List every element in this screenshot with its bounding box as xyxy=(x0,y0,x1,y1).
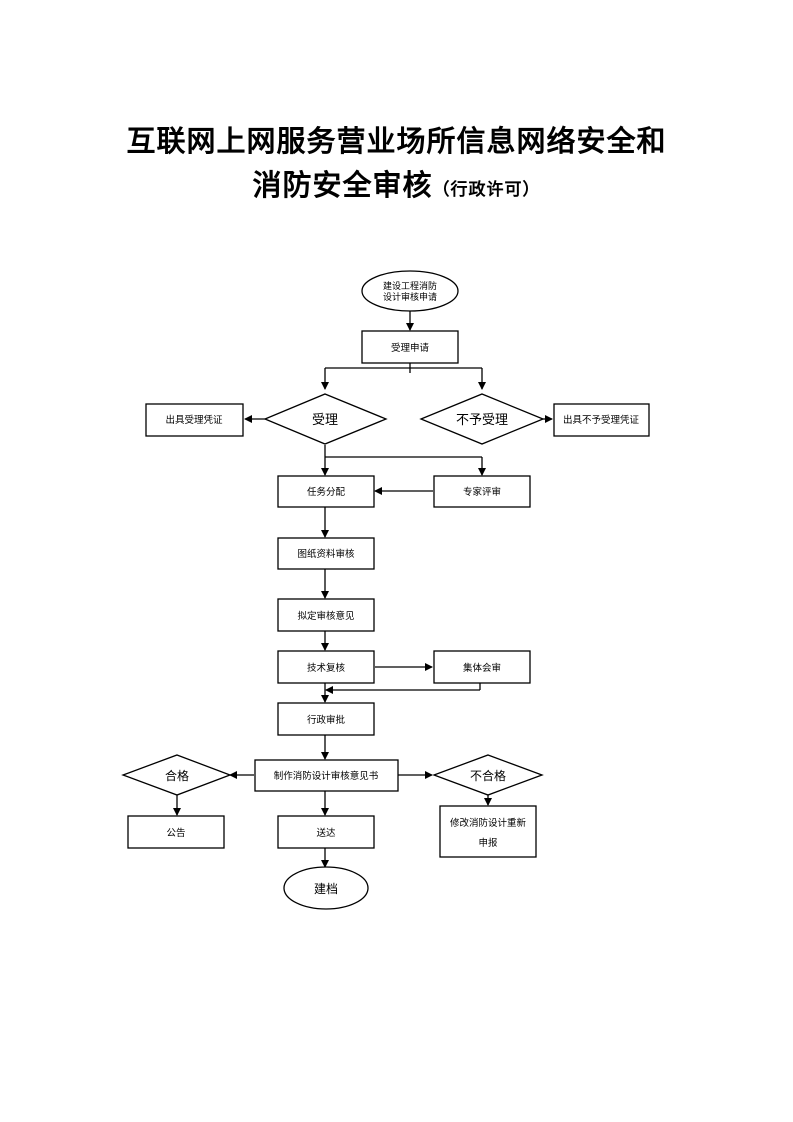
expert-review-box: 专家评审 xyxy=(433,475,531,508)
announcement-label: 公告 xyxy=(166,827,185,839)
document-title-line-2: 消防安全审核（行政许可） xyxy=(0,162,793,204)
draft-opinion-box: 拟定审核意见 xyxy=(277,598,375,632)
administrative-approval-label: 行政审批 xyxy=(307,714,346,726)
qualified-decision-label: 合格 xyxy=(165,768,189,783)
document-title-line-1: 互联网上网服务营业场所信息网络安全和 xyxy=(126,124,667,158)
reject-decision-label: 不予受理 xyxy=(456,413,508,428)
reject-certificate-box: 出具不予受理凭证 xyxy=(553,403,650,437)
start-node-label-2: 设计审核申请 xyxy=(383,291,437,303)
drawing-review-box: 图纸资料审核 xyxy=(277,537,375,570)
technical-recheck-box: 技术复核 xyxy=(277,650,375,684)
archive-node: 建档 xyxy=(283,866,369,910)
resubmit-box: 修改消防设计重新 申报 xyxy=(439,805,537,858)
draft-opinion-label: 拟定审核意见 xyxy=(297,610,354,622)
qualified-decision: 合格 xyxy=(121,754,232,796)
task-assignment-box: 任务分配 xyxy=(277,475,375,508)
collective-review-box: 集体会审 xyxy=(433,650,531,684)
reject-certificate-label: 出具不予受理凭证 xyxy=(563,414,640,426)
accept-certificate-label: 出具受理凭证 xyxy=(165,414,223,426)
document-title-main: 消防安全审核 xyxy=(252,168,433,202)
collective-review-label: 集体会审 xyxy=(463,662,501,674)
task-assignment-label: 任务分配 xyxy=(307,486,346,498)
start-node: 建设工程消防 设计审核申请 xyxy=(361,270,459,312)
flowchart-connectors xyxy=(173,311,553,868)
receive-application-box: 受理申请 xyxy=(361,330,459,364)
document-title-suffix: （行政许可） xyxy=(432,180,541,200)
accept-certificate-box: 出具受理凭证 xyxy=(145,403,244,437)
accept-decision: 受理 xyxy=(263,393,388,445)
receive-application-label: 受理申请 xyxy=(391,342,430,354)
administrative-approval-box: 行政审批 xyxy=(277,702,375,736)
archive-label: 建档 xyxy=(314,882,338,896)
drawing-review-label: 图纸资料审核 xyxy=(297,548,355,560)
unqualified-decision: 不合格 xyxy=(432,754,544,796)
opinion-letter-label: 制作消防设计审核意见书 xyxy=(274,770,379,782)
delivery-box: 送达 xyxy=(277,815,375,849)
announcement-box: 公告 xyxy=(127,815,225,849)
resubmit-label-2: 申报 xyxy=(478,837,498,849)
reject-decision: 不予受理 xyxy=(419,393,545,445)
resubmit-label-1: 修改消防设计重新 xyxy=(450,817,527,829)
start-node-label-1: 建设工程消防 xyxy=(383,280,437,292)
technical-recheck-label: 技术复核 xyxy=(307,662,346,674)
delivery-label: 送达 xyxy=(316,827,336,839)
accept-decision-label: 受理 xyxy=(312,413,338,428)
unqualified-decision-label: 不合格 xyxy=(470,768,506,783)
opinion-letter-box: 制作消防设计审核意见书 xyxy=(254,759,399,792)
expert-review-label: 专家评审 xyxy=(463,486,501,498)
